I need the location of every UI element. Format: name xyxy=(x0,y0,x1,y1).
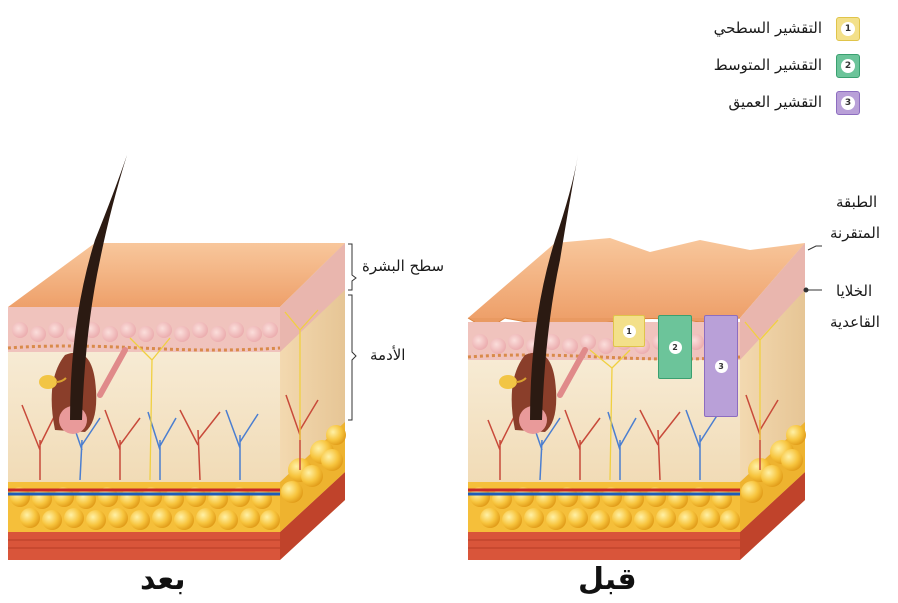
label-stratum-corneum-1: الطبقة xyxy=(836,193,877,211)
after-muscle-layer xyxy=(8,532,280,560)
legend-number-1: 1 xyxy=(841,22,855,36)
label-basal-cells-2: القاعدية xyxy=(830,313,880,331)
before-skin-block xyxy=(468,155,806,560)
label-basal-cells-1: الخلايا xyxy=(836,282,872,300)
legend-label-deep: التقشير العميق xyxy=(729,93,823,111)
legend-item-deep: 3 التقشير العميق xyxy=(620,90,860,116)
legend-label-medium: التقشير المتوسط xyxy=(714,56,822,74)
label-after: بعد xyxy=(140,562,186,597)
marker-1-number: 1 xyxy=(623,325,636,338)
marker-deep-peel: 3 xyxy=(704,315,738,417)
label-stratum-corneum-2: المتقرنة xyxy=(830,224,880,242)
legend-number-3: 3 xyxy=(841,96,855,110)
label-before: قبل xyxy=(578,562,637,597)
marker-3-number: 3 xyxy=(715,360,728,373)
label-epidermis: سطح البشرة xyxy=(362,257,444,275)
marker-2-number: 2 xyxy=(669,341,682,354)
after-skin-block xyxy=(8,155,346,560)
legend-swatch-2: 2 xyxy=(836,54,860,78)
legend-item-superficial: 1 التقشير السطحي xyxy=(620,16,860,42)
legend-label-superficial: التقشير السطحي xyxy=(714,19,822,37)
after-dermis-layer xyxy=(8,352,280,482)
legend-swatch-3: 3 xyxy=(836,91,860,115)
legend-item-medium: 2 التقشير المتوسط xyxy=(620,53,860,79)
marker-superficial-peel: 1 xyxy=(613,315,645,347)
legend-number-2: 2 xyxy=(841,59,855,73)
before-muscle-layer xyxy=(468,532,740,560)
marker-medium-peel: 2 xyxy=(658,315,692,379)
legend-swatch-1: 1 xyxy=(836,17,860,41)
label-dermis: الأدمة xyxy=(370,346,405,364)
